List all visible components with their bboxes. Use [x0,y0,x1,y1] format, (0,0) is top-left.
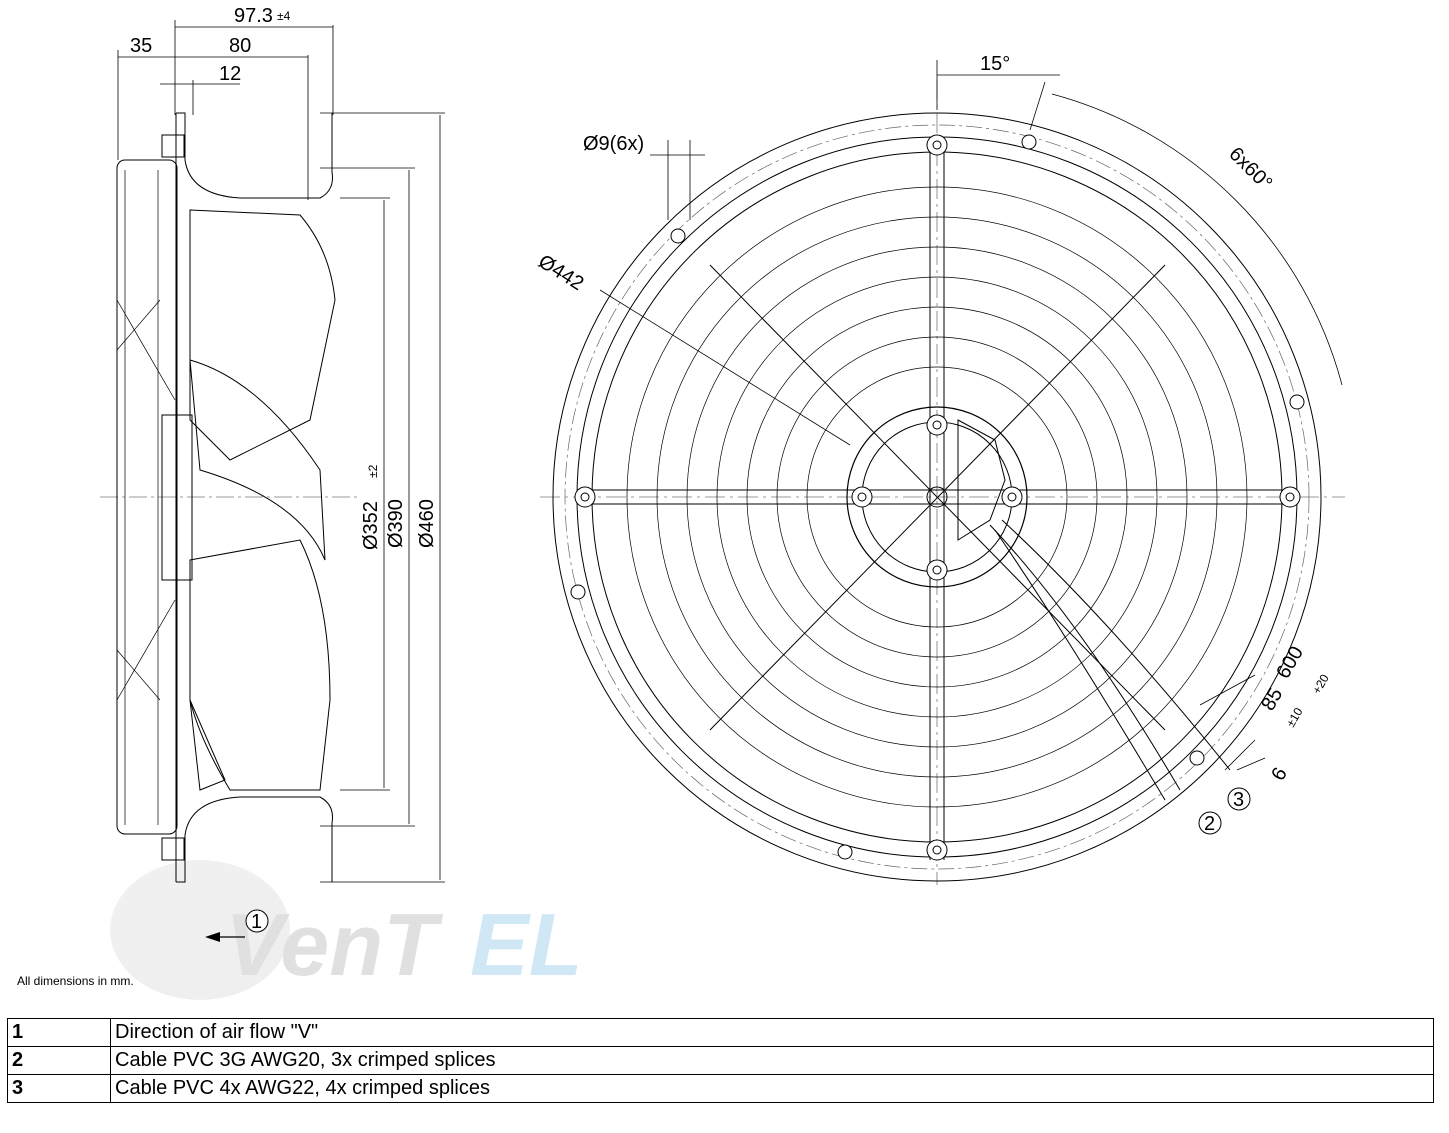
dim-dia-460: Ø460 [416,499,438,548]
impeller-blade-tip [189,699,226,791]
dim-12: 12 [219,63,241,85]
motor-hub [161,414,193,581]
cable-1 [989,524,1181,791]
technical-drawing: VenT EL [100,5,1345,1000]
front-dimensions [599,60,1343,771]
cable-3 [994,529,1166,801]
guard-wires [116,170,176,825]
legend-row: 2 Cable PVC 3G AWG20, 3x crimped splices [7,1046,1434,1075]
watermark-swirl [110,860,290,1000]
dim-97-3: 97.3 [234,5,273,27]
dim-dia-390: Ø390 [385,499,407,548]
outer-flange [552,112,1322,882]
impeller-blade-lower [189,539,331,791]
guard-ring-8 [806,366,1068,628]
guard-ring-3 [656,216,1218,778]
units-note: All dimensions in mm. [17,974,134,988]
dim-cable-85-tol: ±10 [1283,705,1305,730]
callout-3-circle [1227,787,1251,811]
strut-bolts [574,134,1301,861]
ventel-watermark: VenT EL [110,860,582,1000]
dim-97-3-tol: ±4 [277,9,291,23]
motor-center [926,486,948,508]
guard-struts [580,140,1295,860]
side-view [100,112,360,883]
callout-2-label: 2 [1204,813,1215,835]
impeller-blade-middle [189,359,326,561]
terminal-box [957,419,1006,541]
dim-angle-15: 15° [980,53,1010,75]
bolt-circle [564,124,1310,870]
motor-housing [846,406,1028,588]
legend-num: 3 [7,1074,111,1103]
top-bolt [161,134,185,158]
legend-num: 2 [7,1046,111,1075]
callout-1-circle [245,909,269,933]
dim-35: 35 [130,35,152,57]
dim-cable-85: 85 [1257,684,1287,714]
dim-dia-352-tol: ±2 [366,464,380,478]
dim-cable-600: 600 [1272,643,1308,683]
legend-row: 3 Cable PVC 4x AWG22, 4x crimped splices [7,1074,1434,1103]
legend-table: 1 Direction of air flow "V" 2 Cable PVC … [7,1018,1434,1103]
dim-strip-6: 6 [1267,764,1292,785]
front-view [540,80,1345,885]
housing-ring [175,112,333,883]
dim-holes: Ø9(6x) [583,133,644,155]
guard-ring-5 [716,276,1158,718]
guard-grille [116,159,178,835]
mounting-holes [570,134,1305,860]
legend-num: 1 [7,1018,111,1047]
guard-ring-2 [626,186,1248,808]
callout-1-label: 1 [251,911,262,933]
legend-text: Direction of air flow "V" [110,1018,1434,1047]
watermark-text-accent: EL [470,895,582,994]
airflow-arrow [205,909,269,942]
cable-2 [1001,519,1231,771]
callout-2-circle [1198,811,1222,835]
impeller-blade-upper [189,209,336,461]
guard-ring-4 [686,246,1188,748]
dim-pattern: 6x60° [1224,143,1276,195]
legend-row: 1 Direction of air flow "V" [7,1018,1434,1047]
callout-3-label: 3 [1233,789,1244,811]
side-dimensions [117,20,445,883]
legend-text: Cable PVC 4x AWG22, 4x crimped splices [110,1074,1434,1103]
guard-ring-7 [776,336,1098,658]
bottom-bolt [161,837,185,861]
dim-dia-352: Ø352 [360,501,382,550]
dim-dia-442: Ø442 [534,251,587,296]
dim-cable-600-tol: +20 [1309,672,1331,697]
guard-ring-6 [746,306,1128,688]
legend-text: Cable PVC 3G AWG20, 3x crimped splices [110,1046,1434,1075]
dim-80: 80 [229,35,251,57]
